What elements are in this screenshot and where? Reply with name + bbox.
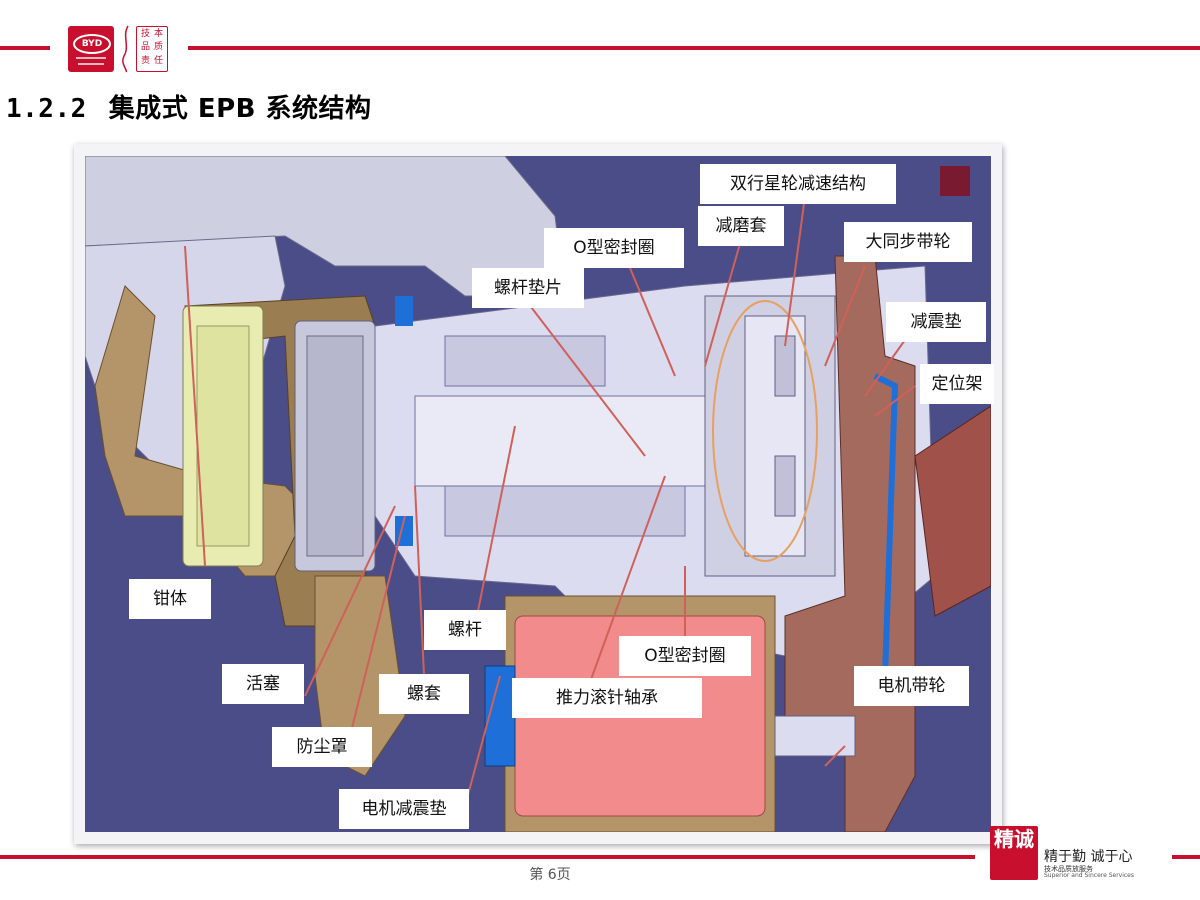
byd-logo: BYD: [68, 26, 114, 72]
label-tuili-zhouchen: 推力滚针轴承: [512, 678, 702, 718]
label-fangchenzhao: 防尘罩: [272, 727, 372, 767]
label-jianmotao: 减磨套: [698, 206, 784, 246]
byd-logo-text: BYD: [73, 34, 111, 54]
page-number: 第 6页: [529, 867, 571, 883]
page-title: 1.2.2 集成式 EPB 系统结构: [6, 88, 372, 125]
divider-swirl-icon: [122, 25, 129, 73]
footer-motto-sub: 技术品质放服务: [1044, 865, 1093, 873]
section-title: 集成式 EPB 系统结构: [108, 94, 372, 124]
footer-rule-right: [1172, 855, 1200, 859]
label-luogan: 螺杆: [424, 610, 506, 650]
jingcheng-logo: 精诚: [990, 826, 1038, 880]
label-huosai: 活塞: [222, 664, 304, 704]
section-number: 1.2.2: [6, 94, 87, 124]
label-o-ring-bottom: O型密封圈: [619, 636, 751, 676]
label-luogan-dianpian: 螺杆垫片: [472, 268, 584, 308]
header-rule-right: [188, 46, 1200, 50]
label-dianji-dailun: 电机带轮: [854, 666, 969, 706]
epb-structure-figure: 钳体 活塞 防尘罩 电机减震垫 螺套 螺杆 推力滚针轴承 O型密封圈 电机带轮 …: [74, 144, 1002, 844]
label-o-ring-top: O型密封圈: [544, 228, 684, 268]
quality-seal: 技本 品质 责任: [136, 26, 168, 72]
header-rule-left: [0, 46, 50, 50]
footer-rule-left: [0, 855, 975, 859]
label-jianzhendian: 减震垫: [886, 302, 986, 342]
label-dianji-jianzhendian: 电机减震垫: [339, 789, 469, 829]
label-qianti: 钳体: [129, 579, 211, 619]
label-datongbu: 大同步带轮: [844, 222, 972, 262]
footer-motto: 精于勤 诚于心: [1044, 849, 1133, 865]
label-luotao: 螺套: [379, 674, 469, 714]
label-shuanghangxing: 双行星轮减速结构: [700, 164, 896, 204]
footer-motto-en: Superior and Sincere Services: [1044, 872, 1134, 879]
label-dingweijia: 定位架: [920, 364, 994, 404]
